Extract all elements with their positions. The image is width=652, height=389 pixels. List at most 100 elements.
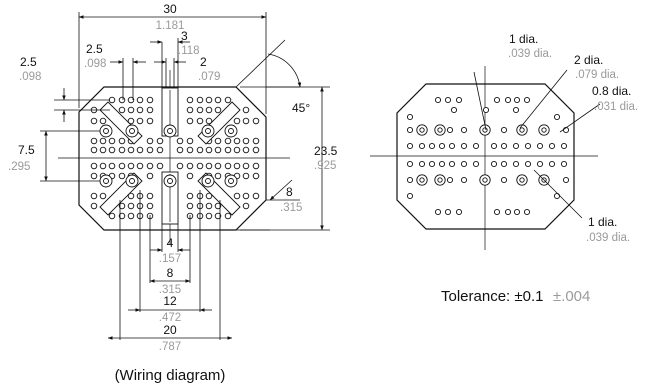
dim-7-5-mm: 7.5 xyxy=(18,143,35,157)
dim-20-inch: .787 xyxy=(159,341,181,353)
callout-top-1-mm: 1 dia. xyxy=(509,32,538,46)
wiring-pin xyxy=(186,117,194,125)
wiring-pin xyxy=(127,192,135,200)
wiring-pin xyxy=(118,96,126,104)
pcb-hole xyxy=(493,96,501,104)
wiring-pin xyxy=(186,172,194,180)
leader-top-1 xyxy=(473,71,487,131)
dim-7-5-inch: .295 xyxy=(8,161,30,173)
pcb-hole xyxy=(482,106,490,114)
dim-2-5-b-inch: .098 xyxy=(19,71,41,83)
pcb-hole xyxy=(524,160,532,168)
wiring-pin xyxy=(214,172,222,180)
wiring-pin xyxy=(214,202,222,210)
wiring-pin xyxy=(224,146,232,154)
wiring-pin xyxy=(214,146,222,154)
wiring-pin xyxy=(233,137,241,145)
dim-2-5-a-mm: 2.5 xyxy=(86,42,103,56)
wiring-pin xyxy=(108,96,116,104)
wiring-pin xyxy=(205,117,213,125)
tolerance-mm: ±0.1 xyxy=(514,288,543,305)
wiring-pin xyxy=(146,117,154,125)
wiring-pin xyxy=(99,162,107,170)
pcb-hole xyxy=(444,208,452,216)
dim-angle-45: 45° xyxy=(292,101,310,115)
pcb-hole xyxy=(455,96,463,104)
wiring-pin xyxy=(242,192,250,200)
pcb-hole xyxy=(523,96,531,104)
wiring-pin xyxy=(127,162,135,170)
dim-3-mm: 3 xyxy=(181,29,188,43)
dim-2-mm: 2 xyxy=(200,55,207,69)
wiring-pin xyxy=(99,192,107,200)
wiring-pin xyxy=(242,137,250,145)
dim-8-inch: .315 xyxy=(159,284,181,296)
pcb-large-hole-inner xyxy=(419,177,425,183)
pcb-large-hole-inner xyxy=(519,177,525,183)
wiring-pin xyxy=(108,137,116,145)
wiring-pin xyxy=(99,146,107,154)
wiring-pin xyxy=(252,162,260,170)
wiring-pin xyxy=(118,162,126,170)
pcb-hole xyxy=(406,176,414,184)
leader-bottom-1 xyxy=(533,169,583,219)
wiring-pin xyxy=(156,146,164,154)
dim-8-mm: 8 xyxy=(167,266,174,280)
wiring-pin xyxy=(252,146,260,154)
wiring-pin xyxy=(186,106,194,114)
pcb-hole xyxy=(513,96,521,104)
pcb-hole xyxy=(450,106,458,114)
wiring-pin xyxy=(224,162,232,170)
pcb-hole xyxy=(500,160,508,168)
pcb-hole xyxy=(460,142,468,150)
wiring-pin xyxy=(176,137,184,145)
callout-top-2-mm: 2 dia. xyxy=(574,53,603,67)
pcb-hole xyxy=(448,142,456,150)
pcb-hole xyxy=(455,208,463,216)
dim-4-mm: 4 xyxy=(167,236,174,250)
pcb-large-hole-inner xyxy=(437,127,443,133)
pcb-hole xyxy=(562,176,570,184)
pcb-hole xyxy=(446,176,454,184)
wiring-pin xyxy=(118,212,126,220)
wiring-pin xyxy=(118,202,126,210)
dim-23-5-mm: 23.5 xyxy=(314,144,338,158)
wiring-large-holes xyxy=(99,124,238,188)
pcb-hole xyxy=(448,160,456,168)
pcb-large-hole-inner xyxy=(519,127,525,133)
wiring-caption: (Wiring diagram) xyxy=(115,367,226,384)
tolerance-inch: ±.004 xyxy=(553,288,590,305)
pcb-layout: 1 dia. .039 dia. 2 dia. .079 dia. 0.8 di… xyxy=(370,32,638,250)
wiring-pin xyxy=(156,137,164,145)
pcb-hole xyxy=(512,106,520,114)
pcb-hole xyxy=(434,208,442,216)
callout-bottom-1-mm: 1 dia. xyxy=(588,215,617,229)
pcb-large-hole-inner xyxy=(482,177,488,183)
wiring-pin xyxy=(233,146,241,154)
wiring-pin xyxy=(146,192,154,200)
wiring-pin xyxy=(233,117,241,125)
pcb-hole xyxy=(406,113,414,121)
pcb-hole xyxy=(536,160,544,168)
pcb-hole xyxy=(490,142,498,150)
pcb-hole xyxy=(406,160,414,168)
pcb-hole xyxy=(446,126,454,134)
wiring-pin xyxy=(90,162,98,170)
dim-12-mm: 12 xyxy=(163,294,177,308)
wiring-pin xyxy=(242,117,250,125)
wiring-pin xyxy=(186,146,194,154)
dim-12-inch: .472 xyxy=(159,312,181,324)
dim-8-chamfer-inch: .315 xyxy=(280,202,302,214)
wiring-pin xyxy=(196,106,204,114)
pcb-hole xyxy=(504,208,512,216)
wiring-pin xyxy=(205,106,213,114)
pcb-hole xyxy=(418,160,426,168)
wiring-pin xyxy=(136,117,144,125)
pcb-large-hole-inner xyxy=(419,127,425,133)
pcb-hole xyxy=(418,142,426,150)
pcb-hole xyxy=(513,208,521,216)
wiring-pin xyxy=(186,202,194,210)
wiring-pin xyxy=(136,96,144,104)
wiring-pin xyxy=(242,172,250,180)
pcb-large-hole-inner xyxy=(541,127,547,133)
